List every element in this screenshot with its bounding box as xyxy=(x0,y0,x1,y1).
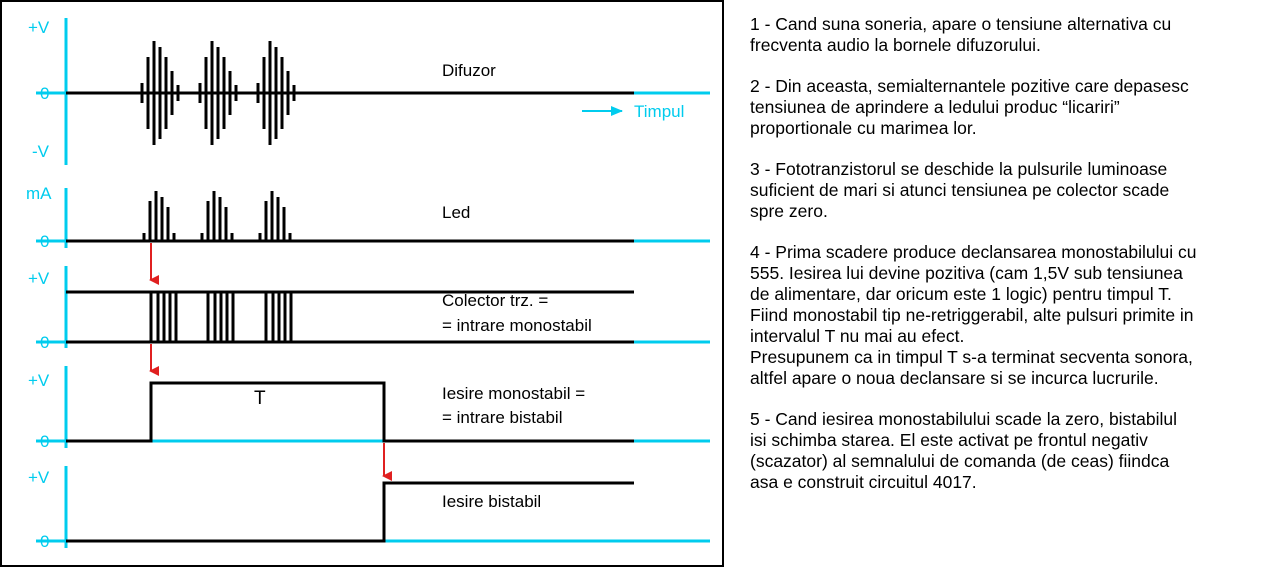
monostabil-signal xyxy=(66,381,634,443)
monostabil-label-line1: Iesire monostabil = xyxy=(442,384,585,403)
monostabil-label-line2: = intrare bistabil xyxy=(442,408,562,427)
led-label: Led xyxy=(442,203,470,222)
bistabil-ylabel-pos: +V xyxy=(28,468,50,487)
note-2: 2 - Din aceasta, semialternantele poziti… xyxy=(750,76,1189,138)
diagram-frame xyxy=(0,0,724,567)
led-ylabel-zero: 0 xyxy=(40,232,49,251)
timing-diagram: +V 0 -V Difuzor Timpul mA 0 Led +V 0 Col… xyxy=(0,0,724,567)
difuzor-ylabel-pos: +V xyxy=(28,18,50,37)
note-5: 5 - Cand iesirea monostabilului scade la… xyxy=(750,409,1178,492)
difuzor-ylabel-zero: 0 xyxy=(40,84,49,103)
panel-difuzor: +V 0 -V Difuzor Timpul xyxy=(28,18,710,165)
time-label: Timpul xyxy=(634,102,684,121)
colector-label-line1: Colector trz. = xyxy=(442,291,548,310)
bistabil-label: Iesire bistabil xyxy=(442,492,541,511)
difuzor-ylabel-neg: -V xyxy=(32,142,50,161)
explanation-notes: 1 - Cand suna soneria, apare o tensiune … xyxy=(750,14,1275,513)
colector-pulses xyxy=(149,292,293,342)
note-3: 3 - Fototranzistorul se deschide la puls… xyxy=(750,159,1170,221)
note-1: 1 - Cand suna soneria, apare o tensiune … xyxy=(750,14,1172,55)
panel-bistabil: +V 0 Iesire bistabil xyxy=(28,466,710,551)
monostabil-pulse-label: T xyxy=(254,388,266,409)
monostabil-ylabel-pos: +V xyxy=(28,371,50,390)
bistabil-signal xyxy=(66,481,634,543)
colector-ylabel-pos: +V xyxy=(28,269,50,288)
panel-led: mA 0 Led xyxy=(26,184,710,251)
panel-colector: +V 0 Colector trz. = = intrare monostabi… xyxy=(28,266,710,352)
panel-monostabil: +V 0 T Iesire monostabil = = intrare bis… xyxy=(28,366,710,451)
led-ylabel-ma: mA xyxy=(26,184,52,203)
colector-ylabel-zero: 0 xyxy=(40,333,49,352)
led-pulses xyxy=(142,191,292,241)
note-4: 4 - Prima scadere produce declansarea mo… xyxy=(750,242,1197,388)
colector-label-line2: = intrare monostabil xyxy=(442,316,592,335)
monostabil-ylabel-zero: 0 xyxy=(40,432,49,451)
difuzor-bursts xyxy=(140,41,296,145)
bistabil-ylabel-zero: 0 xyxy=(40,532,49,551)
difuzor-label: Difuzor xyxy=(442,61,496,80)
